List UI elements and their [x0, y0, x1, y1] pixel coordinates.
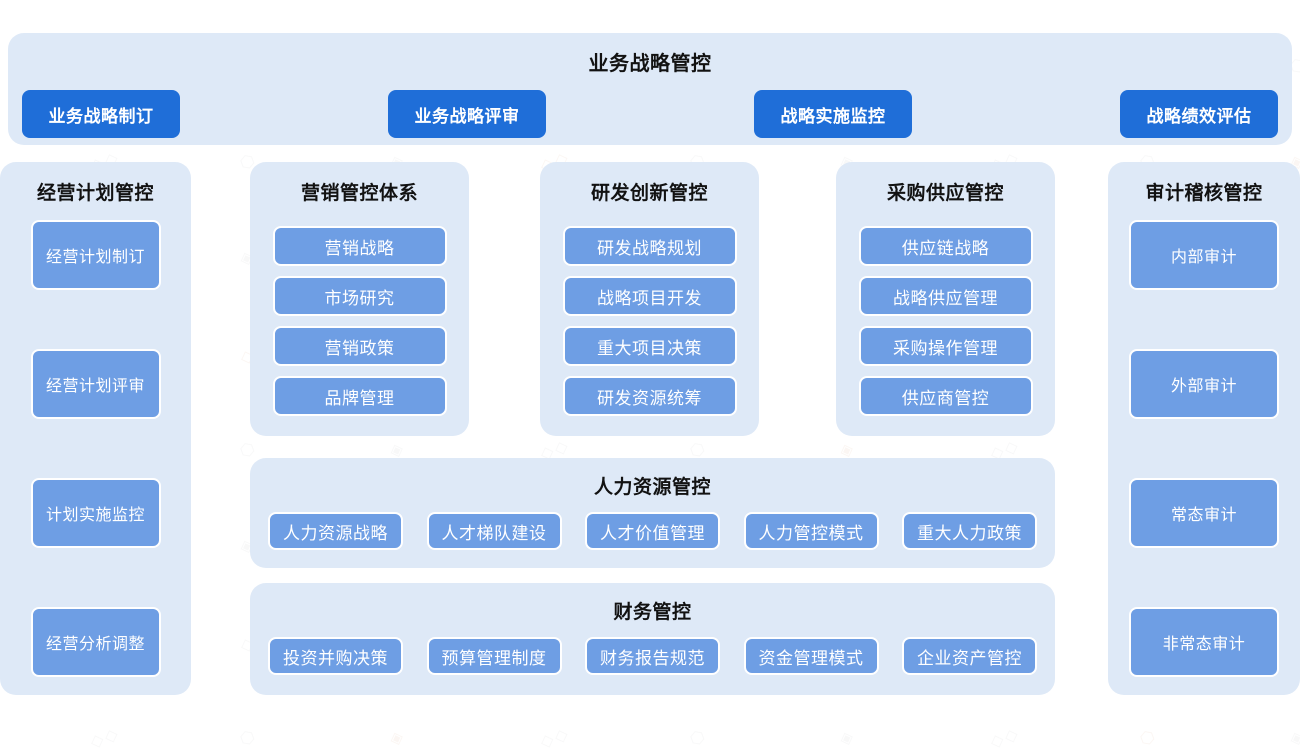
- marketing-item-strategy[interactable]: 营销战略: [272, 226, 447, 266]
- panel-business-plan-control: 经营计划管控 经营计划制订 经营计划评审 计划实施监控 经营分析调整: [0, 162, 191, 695]
- rd-item-resource-coordination[interactable]: 研发资源统筹: [562, 376, 737, 416]
- procurement-item-operation-management[interactable]: 采购操作管理: [858, 326, 1033, 366]
- rd-item-major-project-decision[interactable]: 重大项目决策: [562, 326, 737, 366]
- rd-item-strategic-project-development[interactable]: 战略项目开发: [562, 276, 737, 316]
- finance-item-row: 投资并购决策 预算管理制度 财务报告规范 资金管理模式 企业资产管控: [268, 637, 1037, 675]
- business-strategy-button-row: 业务战略制订 业务战略评审 战略实施监控 战略绩效评估: [22, 90, 1278, 138]
- procurement-item-supply-chain-strategy[interactable]: 供应链战略: [858, 226, 1033, 266]
- finance-item-investment-ma-decision[interactable]: 投资并购决策: [268, 637, 403, 675]
- plan-item-review[interactable]: 经营计划评审: [30, 349, 161, 419]
- panel-marketing-control-system: 营销管控体系 营销战略 市场研究 营销政策 品牌管理: [250, 162, 469, 436]
- procurement-item-strategic-supply-management[interactable]: 战略供应管理: [858, 276, 1033, 316]
- strategy-button-implementation-monitoring[interactable]: 战略实施监控: [754, 90, 912, 138]
- strategy-button-formulation[interactable]: 业务战略制订: [22, 90, 180, 138]
- marketing-item-list: 营销战略 市场研究 营销政策 品牌管理: [250, 226, 469, 416]
- panel-title-business-plan-control: 经营计划管控: [36, 183, 154, 204]
- audit-item-list: 内部审计 外部审计 常态审计 非常态审计: [1108, 220, 1300, 677]
- strategy-button-performance-evaluation[interactable]: 战略绩效评估: [1120, 90, 1278, 138]
- audit-item-external[interactable]: 外部审计: [1129, 349, 1279, 419]
- finance-item-enterprise-asset-control[interactable]: 企业资产管控: [902, 637, 1037, 675]
- hr-item-row: 人力资源战略 人才梯队建设 人才价值管理 人力管控模式 重大人力政策: [268, 512, 1037, 550]
- plan-item-implementation-monitoring[interactable]: 计划实施监控: [30, 478, 161, 548]
- finance-item-budget-system[interactable]: 预算管理制度: [426, 637, 562, 675]
- hr-item-strategy[interactable]: 人力资源战略: [268, 512, 403, 550]
- panel-title-rd-innovation-control: 研发创新管控: [590, 183, 708, 204]
- plan-item-analysis-adjustment[interactable]: 经营分析调整: [30, 607, 161, 677]
- panel-title-business-strategy: 业务战略管控: [588, 53, 712, 75]
- panel-title-audit-inspection-control: 审计稽核管控: [1145, 183, 1263, 204]
- procurement-item-list: 供应链战略 战略供应管理 采购操作管理 供应商管控: [836, 226, 1055, 416]
- hr-item-major-policy[interactable]: 重大人力政策: [902, 512, 1037, 550]
- hr-item-talent-pipeline[interactable]: 人才梯队建设: [426, 512, 562, 550]
- panel-business-strategy: 业务战略管控 业务战略制订 业务战略评审 战略实施监控 战略绩效评估: [8, 33, 1292, 145]
- hr-item-talent-value-management[interactable]: 人才价值管理: [585, 512, 720, 550]
- marketing-item-brand-management[interactable]: 品牌管理: [272, 376, 447, 416]
- audit-item-internal[interactable]: 内部审计: [1129, 220, 1279, 290]
- strategy-button-review[interactable]: 业务战略评审: [388, 90, 546, 138]
- marketing-item-policy[interactable]: 营销政策: [272, 326, 447, 366]
- rd-item-list: 研发战略规划 战略项目开发 重大项目决策 研发资源统筹: [540, 226, 759, 416]
- audit-item-regular[interactable]: 常态审计: [1129, 478, 1279, 548]
- panel-title-procurement-supply-control: 采购供应管控: [886, 183, 1004, 204]
- panel-human-resource-control: 人力资源管控 人力资源战略 人才梯队建设 人才价值管理 人力管控模式 重大人力政…: [250, 458, 1055, 568]
- panel-rd-innovation-control: 研发创新管控 研发战略规划 战略项目开发 重大项目决策 研发资源统筹: [540, 162, 759, 436]
- panel-title-human-resource-control: 人力资源管控: [593, 477, 711, 498]
- hr-item-control-model[interactable]: 人力管控模式: [743, 512, 879, 550]
- rd-item-strategy-planning[interactable]: 研发战略规划: [562, 226, 737, 266]
- panel-audit-inspection-control: 审计稽核管控 内部审计 外部审计 常态审计 非常态审计: [1108, 162, 1300, 695]
- plan-item-formulation[interactable]: 经营计划制订: [30, 220, 161, 290]
- panel-title-financial-control: 财务管控: [613, 602, 692, 623]
- panel-procurement-supply-control: 采购供应管控 供应链战略 战略供应管理 采购操作管理 供应商管控: [836, 162, 1055, 436]
- audit-item-irregular[interactable]: 非常态审计: [1129, 607, 1279, 677]
- diagram-canvas: 业务战略管控 业务战略制订 业务战略评审 战略实施监控 战略绩效评估 经营计划管…: [0, 33, 1300, 695]
- business-plan-item-list: 经营计划制订 经营计划评审 计划实施监控 经营分析调整: [0, 220, 191, 677]
- finance-item-reporting-standards[interactable]: 财务报告规范: [585, 637, 720, 675]
- procurement-item-supplier-control[interactable]: 供应商管控: [858, 376, 1033, 416]
- finance-item-fund-management-model[interactable]: 资金管理模式: [743, 637, 879, 675]
- panel-financial-control: 财务管控 投资并购决策 预算管理制度 财务报告规范 资金管理模式 企业资产管控: [250, 583, 1055, 695]
- marketing-item-market-research[interactable]: 市场研究: [272, 276, 447, 316]
- panel-title-marketing-control-system: 营销管控体系: [300, 183, 418, 204]
